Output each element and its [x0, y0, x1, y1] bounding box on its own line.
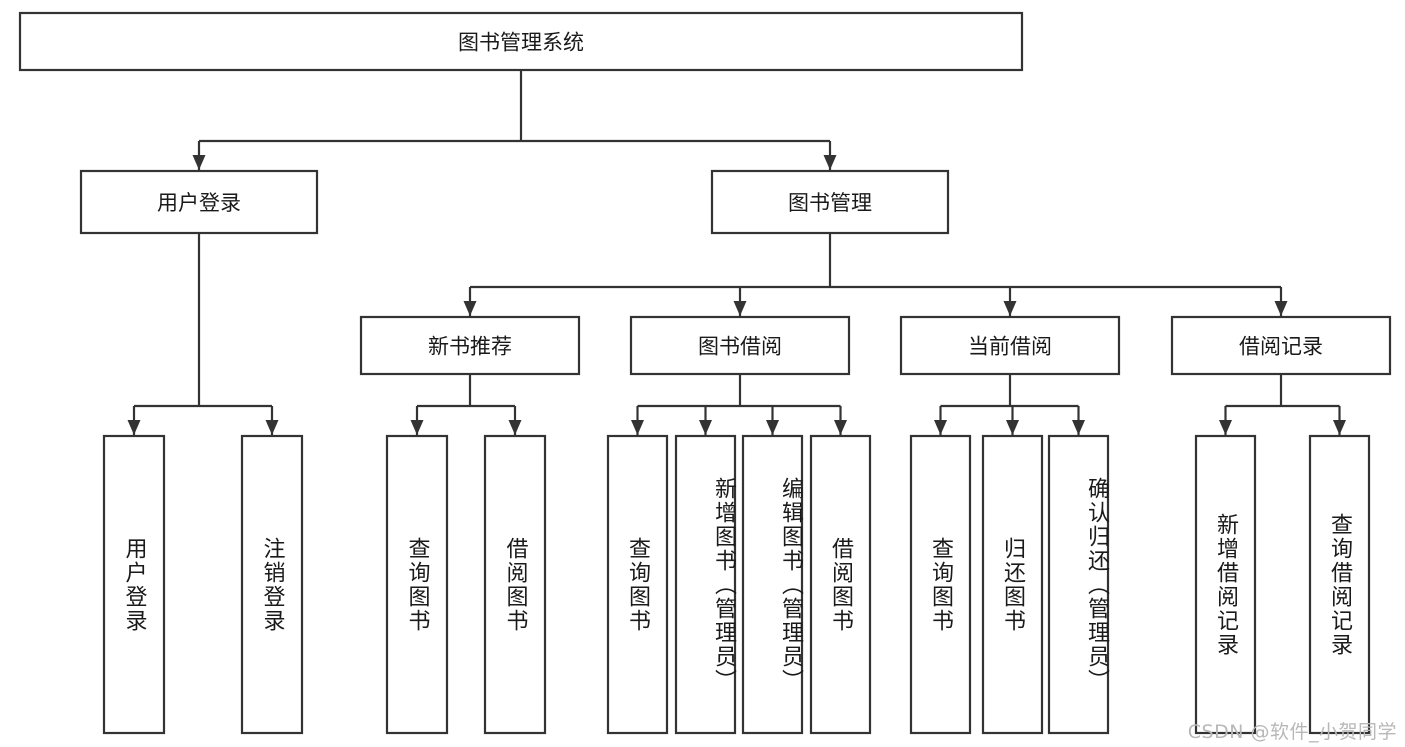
arrow-head-icon	[1003, 301, 1017, 316]
node-leaf-query-record[interactable]	[1308, 434, 1371, 735]
node-leaf-query-book-3[interactable]	[909, 434, 972, 735]
node-current[interactable]	[899, 315, 1121, 376]
arrow-head-icon	[508, 420, 522, 435]
arrow-head-icon	[1006, 420, 1019, 435]
node-borrow[interactable]	[629, 315, 851, 376]
node-label: 当前借阅	[968, 335, 1052, 359]
node-box[interactable]	[741, 434, 804, 735]
arrow-head-icon	[410, 420, 424, 435]
node-box[interactable]	[629, 315, 851, 376]
node-box[interactable]	[809, 434, 872, 735]
node-leaf-user-logout[interactable]	[240, 434, 304, 735]
node-box[interactable]	[981, 434, 1044, 735]
node-leaf-confirm-return[interactable]	[1047, 434, 1110, 735]
node-box[interactable]	[674, 434, 737, 735]
arrow-head-icon	[1333, 420, 1346, 435]
node-box[interactable]	[606, 434, 669, 735]
node-label: 图书管理	[788, 191, 872, 215]
arrow-head-icon	[934, 420, 947, 435]
node-records[interactable]	[1170, 315, 1392, 376]
node-box[interactable]	[359, 315, 581, 376]
node-label: 新书推荐	[428, 335, 512, 359]
node-label: 用户登录	[157, 191, 241, 215]
node-login[interactable]	[79, 169, 319, 235]
node-box[interactable]	[909, 434, 972, 735]
node-box[interactable]	[385, 434, 449, 735]
node-leaf-borrow-book-2[interactable]	[809, 434, 872, 735]
node-box[interactable]	[240, 434, 304, 735]
node-leaf-query-book-2[interactable]	[606, 434, 669, 735]
arrow-head-icon	[699, 420, 712, 435]
arrow-head-icon	[127, 420, 141, 435]
node-box[interactable]	[899, 315, 1121, 376]
node-leaf-edit-book[interactable]	[741, 434, 804, 735]
node-leaf-user-login[interactable]	[102, 434, 166, 735]
arrow-head-icon	[1219, 420, 1232, 435]
arrow-head-icon	[631, 420, 644, 435]
node-box[interactable]	[79, 169, 319, 235]
arrow-head-icon	[192, 155, 206, 170]
node-newbook[interactable]	[359, 315, 581, 376]
arrow-head-icon	[766, 420, 779, 435]
node-box[interactable]	[483, 434, 547, 735]
node-leaf-borrow-book-1[interactable]	[483, 434, 547, 735]
arrow-head-icon	[1072, 420, 1085, 435]
node-box[interactable]	[1047, 434, 1110, 735]
node-leaf-query-book-1[interactable]	[385, 434, 449, 735]
node-label: 图书管理系统	[458, 31, 584, 55]
arrow-head-icon	[823, 155, 837, 170]
node-leaf-return-book[interactable]	[981, 434, 1044, 735]
node-box[interactable]	[1194, 434, 1257, 735]
node-leaf-add-record[interactable]	[1194, 434, 1257, 735]
node-root[interactable]	[18, 11, 1024, 72]
node-bookmgmt[interactable]	[710, 169, 950, 235]
arrow-head-icon	[1274, 301, 1288, 316]
arrow-head-icon	[463, 301, 477, 316]
node-leaf-add-book[interactable]	[674, 434, 737, 735]
arrow-head-icon	[834, 420, 847, 435]
node-label: 借阅记录	[1239, 335, 1323, 359]
node-box[interactable]	[710, 169, 950, 235]
arrow-head-icon	[733, 301, 747, 316]
node-label: 图书借阅	[698, 335, 782, 359]
node-box[interactable]	[1170, 315, 1392, 376]
arrow-head-icon	[265, 420, 279, 435]
watermark-text: CSDN @软件_小贺同学	[1187, 721, 1397, 743]
node-box[interactable]	[18, 11, 1024, 72]
node-box[interactable]	[102, 434, 166, 735]
node-box[interactable]	[1308, 434, 1371, 735]
